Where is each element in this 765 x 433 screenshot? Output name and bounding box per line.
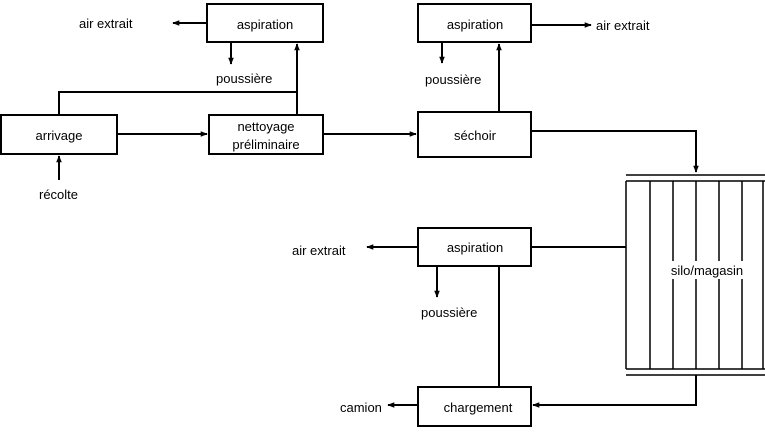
poussiere-label-1: poussière (216, 71, 272, 86)
air-extrait-label-3: air extrait (292, 243, 346, 258)
box-aspiration-2: aspiration (417, 3, 532, 43)
camion-label: camion (340, 400, 382, 415)
box-aspiration-1: aspiration (206, 3, 324, 43)
arrow-sechoir-to-silo (531, 130, 699, 173)
box-aspiration-3: aspiration (417, 227, 532, 267)
air-extrait-label-2: air extrait (596, 18, 650, 33)
silo-label: silo/magasin (671, 263, 743, 278)
silo-magasin: silo/magasin (625, 174, 765, 376)
poussiere-label-2: poussière (425, 72, 481, 87)
box-nettoyage-preliminaire: nettoyage préliminaire (208, 114, 324, 155)
poussiere-label-3: poussière (421, 305, 477, 320)
aspiration-2-label: aspiration (447, 17, 503, 32)
chargement-label: chargement (444, 400, 513, 415)
recolte-label: récolte (39, 187, 78, 202)
box-arrivage: arrivage (0, 114, 118, 155)
line-arrivage-to-aspiration-1 (58, 91, 297, 115)
nettoyage-label-line2: préliminaire (232, 137, 299, 152)
nettoyage-label-line1: nettoyage (237, 119, 294, 134)
aspiration-1-label: aspiration (237, 17, 293, 32)
arrow-silo-to-chargement (532, 375, 697, 408)
arrivage-label: arrivage (36, 128, 83, 143)
box-sechoir: séchoir (417, 111, 532, 158)
aspiration-3-label: aspiration (447, 240, 503, 255)
sechoir-label: séchoir (454, 128, 497, 143)
air-extrait-label-1: air extrait (79, 16, 133, 31)
box-chargement: chargement (417, 386, 532, 427)
